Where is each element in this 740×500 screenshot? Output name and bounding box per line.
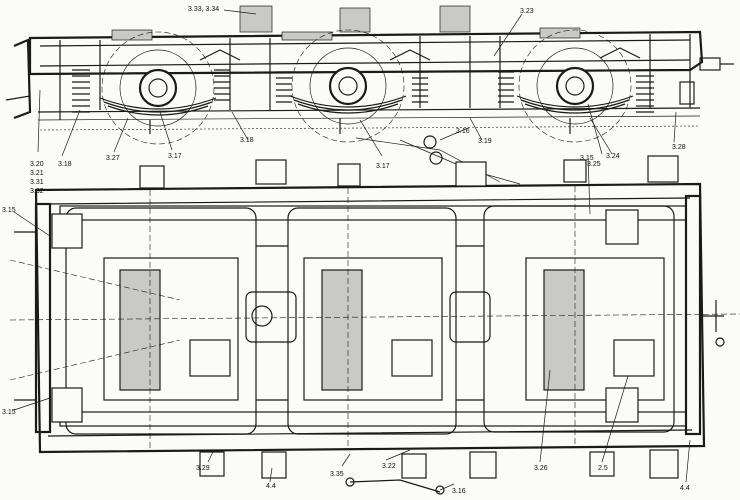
label-3-35: 3.35 xyxy=(330,471,344,478)
label-3-18-left: 3.18 xyxy=(58,161,72,168)
label-3-17-left: 3.17 xyxy=(168,153,182,160)
axle-frames xyxy=(65,205,675,435)
side-elevation-view xyxy=(5,5,734,185)
label-3-20: 3.20 xyxy=(30,161,44,168)
label-3-31: 3.31 xyxy=(30,179,44,186)
brake-cylinders-bottom xyxy=(199,449,679,479)
label-4-4-right: 4.4 xyxy=(680,485,690,492)
label-3-23: 3.23 xyxy=(520,8,534,15)
leader-lines xyxy=(13,9,691,491)
label-3-24: 3.24 xyxy=(606,153,620,160)
label-3-16-bottom: 3.16 xyxy=(452,488,466,495)
callout-labels: 3.33, 3.34 3.23 3.20 3.21 3.31 3.32 3.18… xyxy=(2,6,690,495)
label-2-5: 2.5 xyxy=(598,465,608,472)
label-3-22: 3.22 xyxy=(382,463,396,470)
label-3-19: 3.19 xyxy=(478,138,492,145)
label-3-28: 3.28 xyxy=(672,144,686,151)
label-3-17-mid: 3.17 xyxy=(376,163,390,170)
label-3-15-left-top: 3.15 xyxy=(2,207,16,214)
label-3-25: 3.25 xyxy=(587,161,601,168)
label-3-29: 3.29 xyxy=(196,465,210,472)
label-3-32: 3.32 xyxy=(30,188,44,195)
label-3-27: 3.27 xyxy=(106,155,120,162)
brake-cylinders-top xyxy=(139,155,679,189)
label-4-4-left: 4.4 xyxy=(266,483,276,490)
label-3-21: 3.21 xyxy=(30,170,44,177)
label-3-33-3-34: 3.33, 3.34 xyxy=(188,6,219,13)
label-3-26: 3.26 xyxy=(534,465,548,472)
label-3-15-top: 3.15 xyxy=(580,155,594,162)
label-3-16-top: 3.16 xyxy=(456,128,470,135)
plan-view xyxy=(9,155,740,495)
label-3-15-left-bottom: 3.15 xyxy=(2,409,16,416)
label-3-18-mid: 3.18 xyxy=(240,137,254,144)
